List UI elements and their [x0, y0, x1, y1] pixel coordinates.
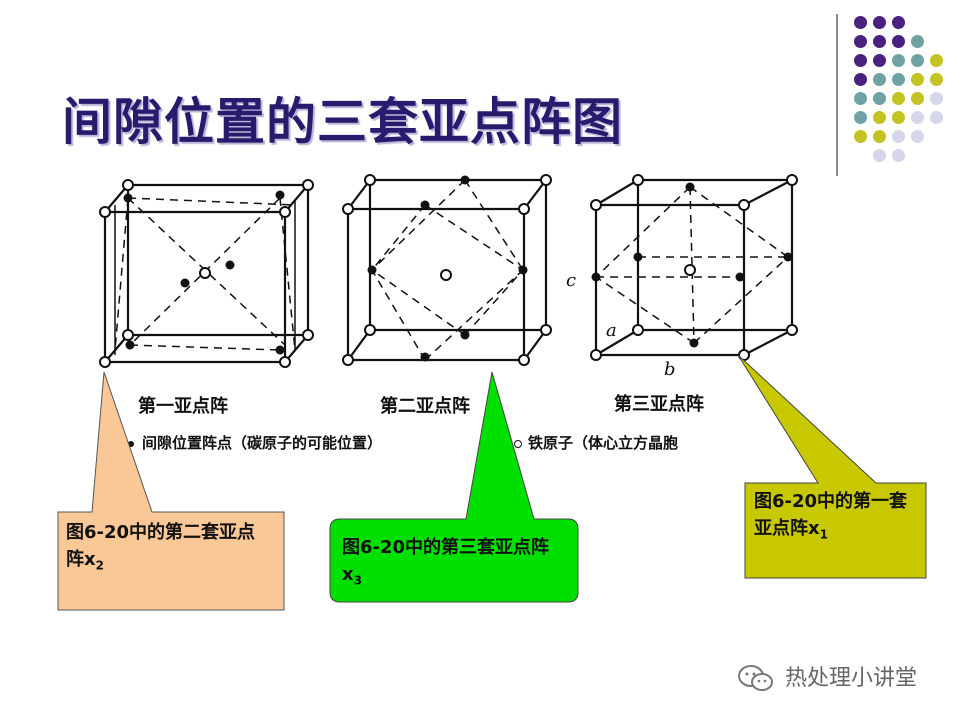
decor-dot	[892, 111, 905, 124]
decor-dot	[911, 73, 924, 86]
callout-x2-text: 图6-20中的第二套亚点阵x	[66, 522, 256, 570]
decor-dot	[854, 130, 867, 143]
wechat-logo-icon	[738, 665, 773, 691]
cube-1	[99, 179, 314, 368]
slide-title: 间隙位置的三套亚点阵图	[62, 92, 623, 151]
decor-dot	[911, 130, 924, 143]
callout-x3: 图6-20中的第三套亚点阵x3	[342, 534, 568, 595]
callout-x1-subscript: 1	[819, 527, 828, 542]
decor-dot	[930, 73, 943, 86]
decor-dot	[854, 16, 867, 29]
decor-dot	[892, 54, 905, 67]
decor-dot	[873, 92, 886, 105]
decor-dot-grid	[852, 14, 948, 162]
callout-x2-subscript: 2	[95, 558, 104, 573]
callout-x3-shape	[329, 371, 579, 603]
decor-dot	[892, 130, 905, 143]
decor-dot	[854, 111, 867, 124]
decor-dot	[873, 73, 886, 86]
callout-x1-shape	[737, 354, 927, 579]
cube-label-2: 第二亚点阵	[380, 396, 470, 417]
decor-dot	[930, 111, 943, 124]
cube-label-3: 第三亚点阵	[614, 394, 704, 415]
decor-dot	[930, 54, 943, 67]
axis-label-c: c	[566, 270, 577, 291]
axis-label-a: a	[606, 320, 617, 341]
decor-dot	[911, 54, 924, 67]
decor-dot	[911, 35, 924, 48]
decor-dot	[854, 92, 867, 105]
callout-x3-text: 图6-20中的第三套亚点阵x	[342, 537, 550, 585]
watermark-text: 热处理小讲堂	[785, 666, 918, 691]
decor-dot	[892, 35, 905, 48]
callout-x3-subscript: 3	[353, 573, 362, 588]
decor-dot	[854, 54, 867, 67]
decor-dot	[873, 130, 886, 143]
callout-x2: 图6-20中的第二套亚点阵x2	[66, 519, 272, 580]
decor-dot	[854, 35, 867, 48]
cube-2	[342, 174, 552, 366]
callout-x1: 图6-20中的第一套亚点阵x1	[754, 488, 918, 549]
decor-dot	[892, 16, 905, 29]
decor-dot	[892, 73, 905, 86]
decor-dot	[911, 111, 924, 124]
decor-dot	[854, 73, 867, 86]
decor-divider-line	[836, 14, 838, 176]
axis-label-b: b	[664, 359, 676, 380]
decor-dot	[873, 54, 886, 67]
callout-x1-text: 图6-20中的第一套亚点阵x	[754, 491, 908, 539]
filled-dot-icon	[128, 440, 134, 447]
cube-label-1: 第一亚点阵	[138, 396, 228, 417]
legend-iron-text: 铁原子（体心立方晶胞	[528, 434, 679, 452]
legend-interstitial: 间隙位置阵点（碳原子的可能位置）	[128, 432, 382, 453]
callout-x2-shape	[57, 371, 285, 611]
decor-dot	[892, 92, 905, 105]
cube-3	[590, 174, 798, 361]
decor-dot	[930, 92, 943, 105]
decor-dot	[873, 16, 886, 29]
decor-dot	[892, 149, 905, 162]
decor-dot	[873, 35, 886, 48]
decor-dot	[873, 149, 886, 162]
decor-dot	[873, 111, 886, 124]
sublattice-figure	[99, 174, 798, 368]
legend-iron: 铁原子（体心立方晶胞	[514, 432, 678, 453]
legend-interstitial-text: 间隙位置阵点（碳原子的可能位置）	[142, 434, 383, 452]
hollow-dot-icon	[514, 439, 522, 448]
decor-dot	[911, 92, 924, 105]
